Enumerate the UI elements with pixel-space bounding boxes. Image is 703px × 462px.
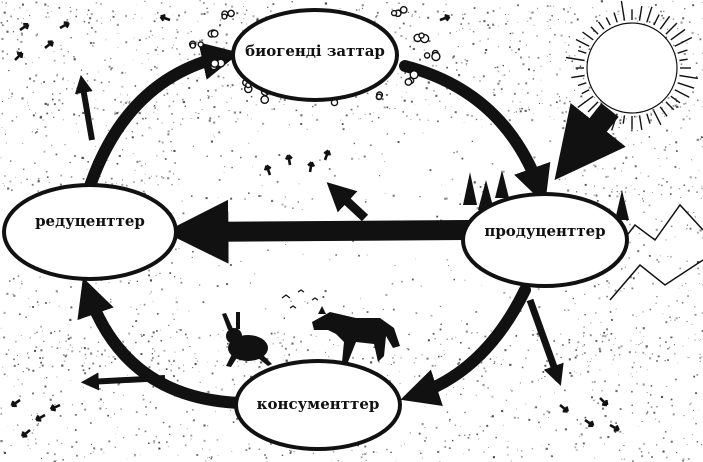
scatter-arrows xyxy=(10,13,620,438)
cycle-arrows xyxy=(77,42,551,409)
bird-icon xyxy=(281,289,319,309)
wolf-icon xyxy=(312,306,400,362)
sun-energy-arrow xyxy=(554,103,626,181)
sun-icon xyxy=(565,0,699,131)
node-decomposers: редуценттер xyxy=(2,183,178,281)
dispersal-arrows xyxy=(74,74,564,391)
node-consumers-label: консументтер xyxy=(257,395,380,413)
node-decomposers-label: редуценттер xyxy=(35,212,145,230)
hare-icon xyxy=(222,312,272,367)
node-producers-label: продуценттер xyxy=(484,222,605,240)
node-consumers: консументтер xyxy=(234,359,402,451)
node-biogenic-label: биогенді заттар xyxy=(245,42,385,60)
tree-icon xyxy=(463,170,629,220)
node-producers: продуценттер xyxy=(461,192,629,288)
nutrient-particles xyxy=(188,5,441,107)
node-biogenic: биогенді заттар xyxy=(231,8,399,102)
